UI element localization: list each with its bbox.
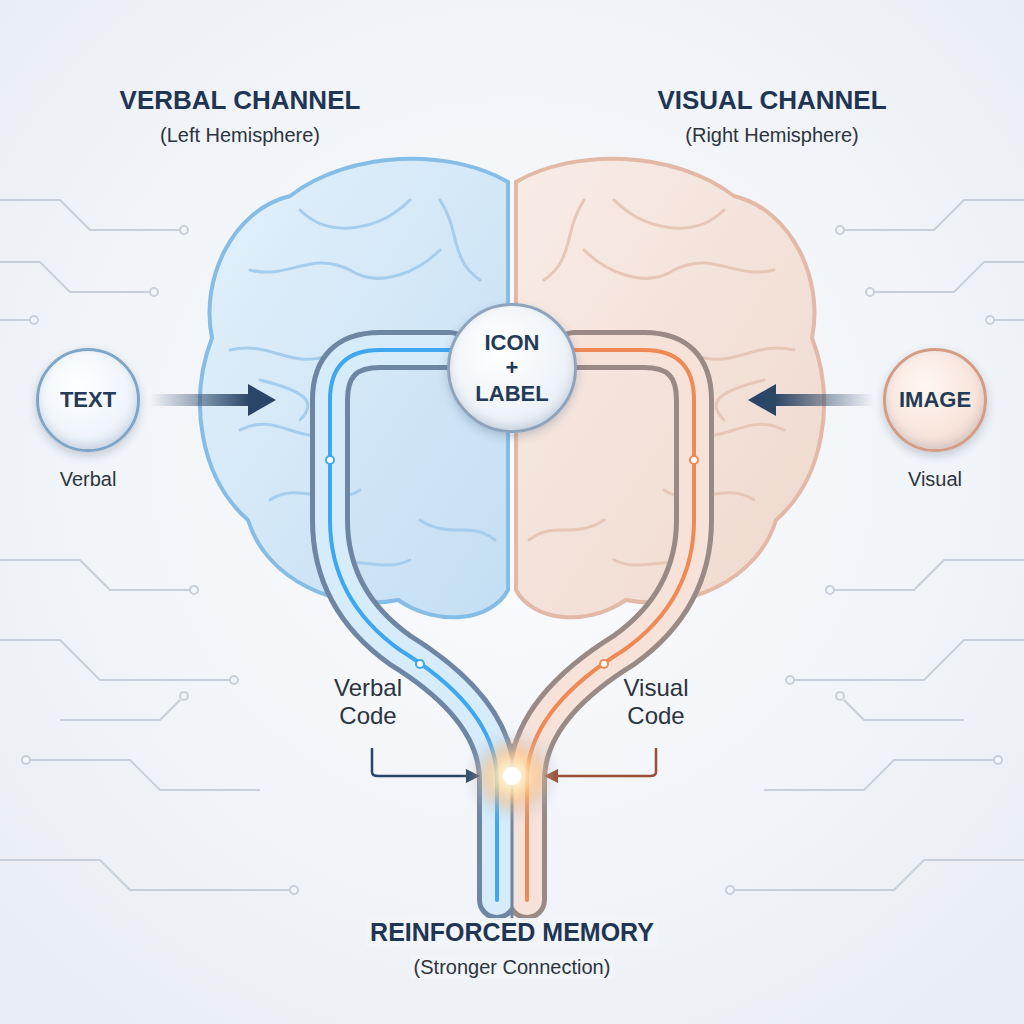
flow-dots xyxy=(326,456,698,668)
channel-heading: VISUAL CHANNEL xyxy=(657,86,886,116)
memory-glow-core xyxy=(503,767,521,785)
pathway-tube xyxy=(330,350,694,918)
leader-arrow xyxy=(372,748,468,776)
code-label: Verbal Code xyxy=(318,674,418,729)
input-arrow xyxy=(150,384,276,416)
merge-circle: ICON + LABEL xyxy=(447,303,577,449)
hemisphere-note: (Right Hemisphere) xyxy=(685,124,858,147)
circle-caption: Visual xyxy=(908,468,962,491)
circle-text-line: ICON + LABEL xyxy=(467,330,557,406)
hemisphere-note: (Left Hemisphere) xyxy=(160,124,320,147)
channel-heading: VERBAL CHANNEL xyxy=(120,86,361,116)
input-circle: TEXT Verbal xyxy=(36,348,140,495)
memory-glow xyxy=(466,730,558,822)
input-arrow xyxy=(748,384,874,416)
circle-text-line: TEXT xyxy=(60,387,116,412)
circle-text: IMAGE xyxy=(883,348,987,452)
circle-caption: Verbal xyxy=(60,468,117,491)
result-note: (Stronger Connection) xyxy=(410,956,615,979)
code-label: Visual Code xyxy=(606,674,706,729)
leader-arrow xyxy=(556,748,656,776)
circle-text-line: IMAGE xyxy=(899,387,971,412)
result-heading: REINFORCED MEMORY xyxy=(366,918,658,947)
circle-text: ICON + LABEL xyxy=(447,303,577,433)
input-circle: IMAGE Visual xyxy=(883,348,987,495)
circle-text: TEXT xyxy=(36,348,140,452)
